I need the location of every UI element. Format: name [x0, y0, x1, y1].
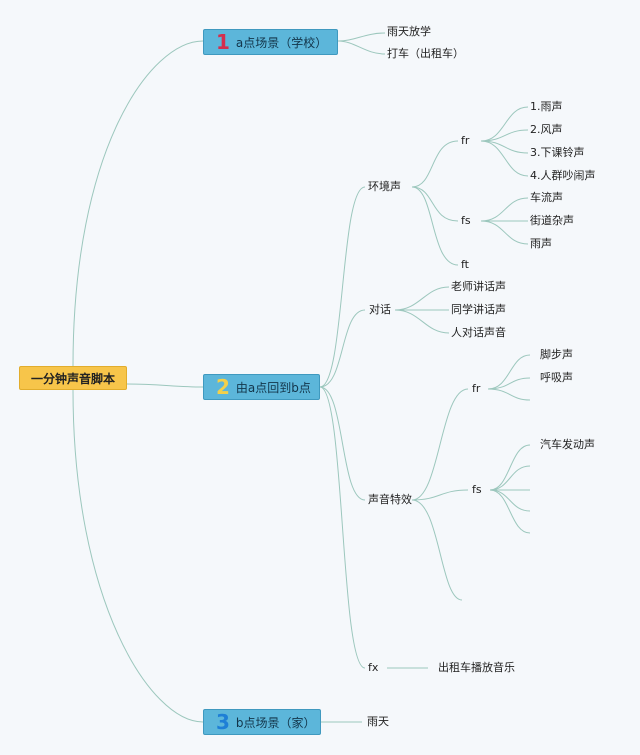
ambient-fs-item-3[interactable]: 雨声: [530, 237, 552, 250]
scene-1-child-2[interactable]: 打车（出租车）: [387, 47, 464, 60]
ambient-fr-node[interactable]: fr: [461, 134, 470, 147]
ambient-fr-item-4[interactable]: 4.人群吵闹声: [530, 169, 596, 182]
dialogue-item-1[interactable]: 老师讲话声: [451, 280, 506, 293]
scene-3-label: b点场景（家）: [235, 715, 316, 730]
effects-fr-item-1[interactable]: 脚步声: [540, 348, 573, 361]
scene-3-node[interactable]: 3 b点场景（家）: [203, 709, 321, 735]
scene-2-number: 2: [216, 375, 230, 399]
effects-fr-node[interactable]: fr: [472, 382, 481, 395]
scene-2-label: 由a点回到b点: [235, 380, 311, 395]
ambient-node[interactable]: 环境声: [368, 180, 401, 193]
fx-item-1[interactable]: 出租车播放音乐: [438, 661, 515, 674]
scene-1-label: a点场景（学校）: [235, 35, 328, 50]
scene-1-number: 1: [216, 30, 230, 54]
scene-3-number: 3: [216, 710, 230, 734]
scene-1-child-1[interactable]: 雨天放学: [387, 25, 431, 38]
dialogue-item-2[interactable]: 同学讲话声: [451, 303, 506, 316]
ambient-ft-node[interactable]: ft: [461, 258, 469, 271]
ambient-fs-item-1[interactable]: 车流声: [530, 191, 563, 204]
ambient-fr-item-2[interactable]: 2.风声: [530, 123, 563, 136]
ambient-fs-node[interactable]: fs: [461, 214, 471, 227]
root-node[interactable]: 一分钟声音脚本: [19, 366, 127, 390]
scene-2-node[interactable]: 2 由a点回到b点: [203, 374, 320, 400]
scene-1-node[interactable]: 1 a点场景（学校）: [203, 29, 338, 55]
dialogue-node[interactable]: 对话: [369, 303, 391, 316]
effects-fs-item-1[interactable]: 汽车发动声: [540, 438, 595, 451]
effects-fr-item-2[interactable]: 呼吸声: [540, 371, 573, 384]
effects-fs-node[interactable]: fs: [472, 483, 482, 496]
ambient-fr-item-3[interactable]: 3.下课铃声: [530, 146, 585, 159]
effects-node[interactable]: 声音特效: [368, 493, 412, 506]
ambient-fr-item-1[interactable]: 1.雨声: [530, 100, 563, 113]
ambient-fs-item-2[interactable]: 街道杂声: [530, 214, 574, 227]
scene-3-child-1[interactable]: 雨天: [367, 715, 389, 728]
root-label: 一分钟声音脚本: [30, 371, 115, 386]
dialogue-item-3[interactable]: 人对话声音: [451, 326, 506, 339]
fx-node[interactable]: fx: [368, 661, 379, 674]
